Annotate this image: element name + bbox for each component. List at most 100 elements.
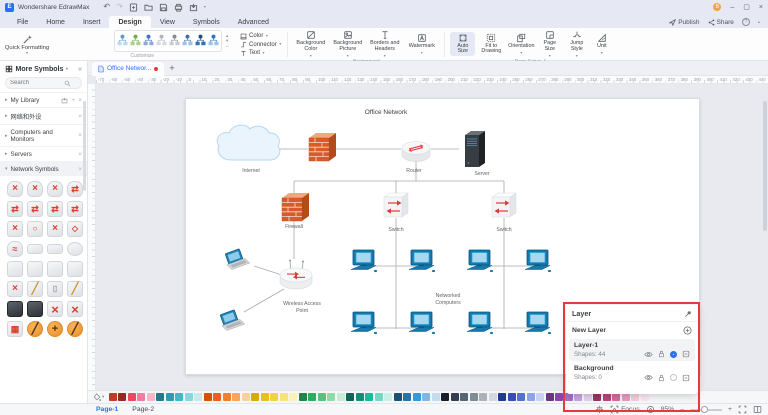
switch-right-label[interactable]: Switch (496, 227, 511, 233)
symbol-10[interactable]: ○ (27, 221, 43, 237)
firewall-shape[interactable] (281, 192, 310, 222)
symbol-20[interactable] (67, 261, 83, 277)
lock-icon[interactable] (658, 350, 665, 358)
color-swatch-12[interactable] (213, 393, 222, 401)
symbol-30[interactable]: ╱ (27, 321, 43, 337)
networked-computers-label[interactable]: Networked (436, 293, 461, 299)
color-swatch-20[interactable] (289, 393, 298, 401)
new-tab-button[interactable]: + (169, 62, 175, 73)
color-swatch-34[interactable] (422, 393, 431, 401)
help-icon[interactable]: ? (741, 18, 750, 26)
color-swatch-41[interactable] (488, 393, 497, 401)
symbol-29[interactable]: ▦ (7, 321, 23, 337)
symbol-26[interactable] (27, 301, 43, 317)
zoom-out-button[interactable]: – (680, 406, 685, 413)
color-swatch-43[interactable] (507, 393, 516, 401)
color-swatch-57[interactable] (640, 393, 649, 401)
close-section-icon[interactable]: × (78, 150, 82, 158)
computer-shape[interactable] (524, 311, 552, 335)
networked-computers-label[interactable]: Computers (435, 300, 461, 306)
firewall-top-shape[interactable] (308, 132, 337, 162)
laptop-shape[interactable] (222, 246, 251, 272)
visibility-eye-icon[interactable] (644, 374, 653, 381)
color-swatch-39[interactable] (469, 393, 478, 401)
save-icon[interactable] (159, 3, 168, 12)
export-icon[interactable] (189, 3, 198, 12)
locate-icon[interactable] (646, 405, 655, 414)
new-file-icon[interactable] (129, 2, 138, 12)
color-swatch-3[interactable] (127, 393, 136, 401)
style-thumb-6[interactable] (182, 32, 194, 51)
color-swatch-44[interactable] (517, 393, 526, 401)
page-tab-page-1[interactable]: Page-1 (96, 406, 119, 413)
add-layer-icon[interactable] (683, 326, 692, 335)
close-section-icon[interactable]: × (78, 165, 82, 173)
symbol-12[interactable]: ◇ (67, 221, 83, 237)
color-swatch-7[interactable] (165, 393, 174, 401)
color-swatch-51[interactable] (583, 393, 592, 401)
gear-icon[interactable] (595, 405, 604, 414)
color-tool[interactable]: Color▾ (240, 33, 282, 40)
gallery-scroll-buttons[interactable]: ▴▾– (226, 33, 229, 49)
network-diagram[interactable]: Office Network Internet Router Server Fi… (186, 99, 701, 376)
style-thumb-7[interactable] (195, 32, 207, 51)
color-swatch-8[interactable] (175, 393, 184, 401)
color-swatch-24[interactable] (327, 393, 336, 401)
symbol-13[interactable]: ≈ (7, 241, 23, 257)
zoom-slider-knob[interactable] (701, 406, 709, 413)
vertical-scrollbar[interactable] (763, 101, 767, 231)
qat-caret-icon[interactable]: ▾ (203, 3, 206, 9)
diagram-title[interactable]: Office Network (365, 109, 408, 116)
focus-button[interactable]: Focus (610, 405, 640, 414)
page-tab-page-2[interactable]: Page-2 (132, 406, 155, 413)
sidebar-item-servers[interactable]: ▸ Servers × (0, 146, 87, 161)
color-swatch-10[interactable] (194, 393, 203, 401)
minimize-button[interactable]: – (730, 3, 735, 11)
symbol-18[interactable] (27, 261, 43, 277)
computer-shape[interactable] (466, 249, 494, 273)
close-section-icon[interactable]: × (78, 132, 82, 139)
color-swatch-11[interactable] (203, 393, 212, 401)
style-thumb-5[interactable] (169, 32, 181, 51)
page-size-button[interactable]: Page Size ▾ (537, 29, 562, 59)
tab-insert[interactable]: Insert (82, 18, 101, 26)
symbol-21[interactable]: × (7, 281, 23, 297)
close-section-icon[interactable]: × (78, 96, 82, 104)
background-picture-button[interactable]: Background Picture ▾ (330, 29, 365, 59)
symbol-23[interactable]: ▯ (47, 281, 63, 297)
document-tab[interactable]: Office Networ... (92, 61, 165, 76)
tab-file[interactable]: File (17, 18, 29, 26)
zoom-in-button[interactable]: + (728, 406, 732, 413)
color-swatch-33[interactable] (412, 393, 421, 401)
orientation-button[interactable]: Orientation ▾ (507, 32, 535, 56)
symbol-17[interactable] (7, 261, 23, 277)
symbol-2[interactable]: × (27, 181, 43, 197)
symbol-22[interactable]: ╱ (27, 281, 43, 297)
color-swatch-47[interactable] (545, 393, 554, 401)
color-swatch-46[interactable] (536, 393, 545, 401)
color-swatch-2[interactable] (118, 393, 127, 401)
fit-window-icon[interactable] (738, 405, 747, 414)
color-swatch-49[interactable] (564, 393, 573, 401)
computer-shape[interactable] (350, 311, 378, 335)
color-swatch-30[interactable] (384, 393, 393, 401)
color-swatch-32[interactable] (403, 393, 412, 401)
color-swatch-17[interactable] (260, 393, 269, 401)
color-swatch-35[interactable] (431, 393, 440, 401)
color-swatch-16[interactable] (251, 393, 260, 401)
color-swatch-22[interactable] (308, 393, 317, 401)
symbol-14[interactable] (27, 244, 43, 254)
close-section-icon[interactable]: × (78, 112, 82, 120)
publish-button[interactable]: Publish (669, 18, 700, 26)
sidebar-item-network-symbols[interactable]: ▾ Network Symbols × (0, 161, 87, 176)
color-swatch-27[interactable] (355, 393, 364, 401)
symbol-24[interactable]: ╱ (67, 281, 83, 297)
sidebar-item-computers-monitors[interactable]: ▸ Computers and Monitors × (0, 124, 87, 146)
search-input[interactable] (10, 80, 62, 86)
symbol-4[interactable]: ⇄ (67, 181, 83, 197)
internet-label[interactable]: Internet (242, 168, 260, 174)
tab-view[interactable]: View (159, 18, 175, 26)
color-swatch-45[interactable] (526, 393, 535, 401)
visibility-eye-icon[interactable] (644, 351, 653, 358)
auto-size-button[interactable]: Auto Size (450, 31, 476, 57)
